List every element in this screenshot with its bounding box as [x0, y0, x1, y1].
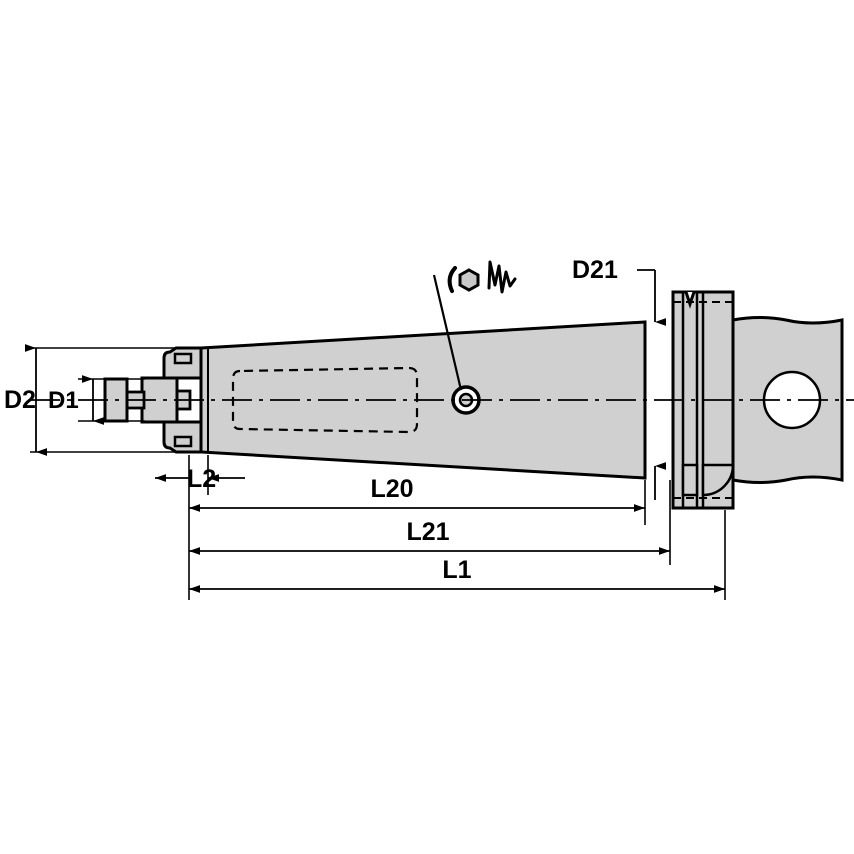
- dimension-l1: L1: [189, 556, 725, 593]
- l20-label: L20: [370, 475, 413, 503]
- flange-notch-top: [173, 352, 193, 365]
- d21-label: D21: [572, 256, 618, 284]
- v-groove-top: [684, 291, 696, 309]
- d2-label: D2: [4, 386, 36, 414]
- dimension-d2: D2: [4, 344, 205, 456]
- setscrew-leader-line: [432, 274, 463, 391]
- l1-label: L1: [442, 556, 471, 584]
- l21-label: L21: [406, 518, 449, 546]
- hex-socket-wrench-symbol: [447, 260, 517, 294]
- dimension-l21: L21: [189, 518, 670, 555]
- l2-label: L2: [187, 465, 216, 493]
- bracket-icon: [447, 266, 457, 293]
- dimension-d1: D1: [48, 375, 145, 425]
- dimension-l20: L20: [189, 475, 645, 512]
- d1-label: D1: [48, 387, 79, 414]
- vibration-icon: [487, 260, 517, 294]
- flange-notch-bottom: [173, 435, 193, 448]
- hexagon-icon: [458, 268, 480, 292]
- drive-slot-block: [681, 463, 699, 497]
- dimension-l2: L2: [155, 465, 245, 493]
- dimension-d21: D21: [572, 256, 666, 500]
